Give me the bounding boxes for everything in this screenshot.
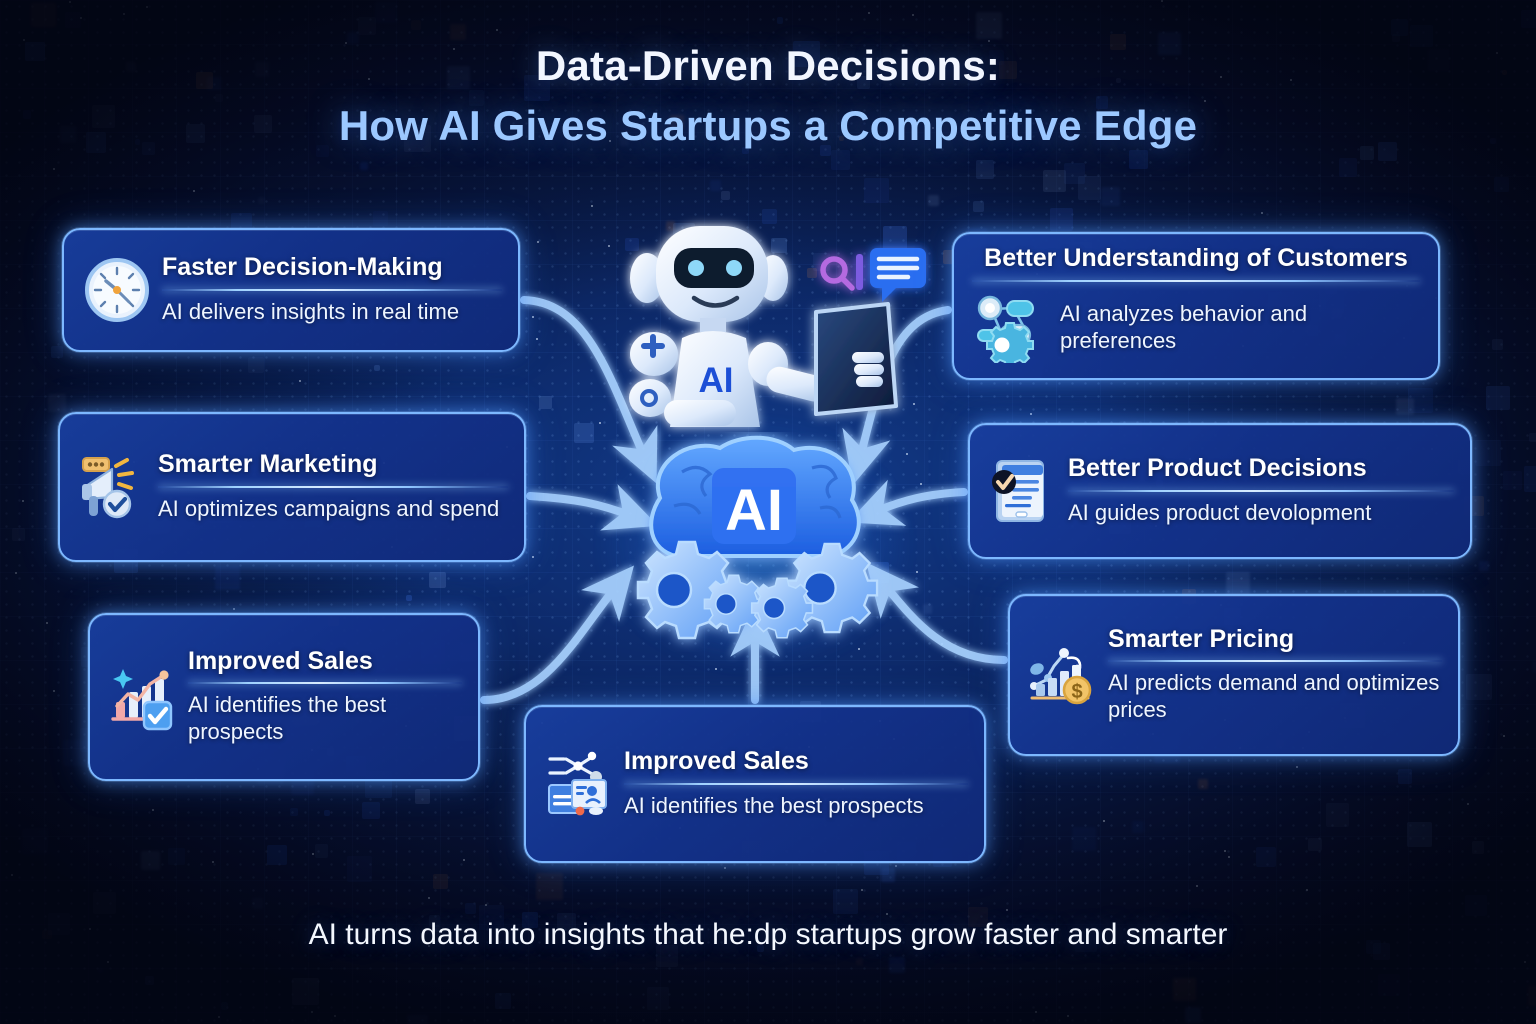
card-description: AI optimizes campaigns and spend [158, 495, 500, 521]
arrow-sales-left-to-center [480, 565, 634, 704]
dollar-chart-icon: $ [1026, 638, 1100, 712]
card-smarter-pricing[interactable]: $ Smarter Pricing AI predicts demand and… [1008, 594, 1460, 756]
card-title: Better Understanding of Customers [984, 244, 1408, 272]
gears-icon [636, 540, 879, 640]
network-gear-icon [972, 291, 1046, 365]
card-smarter-marketing[interactable]: Smarter Marketing AI optimizes campaigns… [58, 412, 526, 562]
card-divider [1068, 489, 1454, 492]
card-title: Smarter Marketing [158, 450, 378, 479]
card-improved-sales-left[interactable]: Improved Sales AI identifies the best pr… [88, 613, 480, 781]
megaphone-icon [76, 450, 150, 524]
card-body: Improved Sales AI identifies the best pr… [624, 748, 968, 819]
card-description: AI delivers insights in real time [162, 298, 460, 324]
card-title: Faster Decision-Making [162, 253, 443, 282]
arrow-faster-to-center [520, 296, 658, 484]
card-description: AI analyzes behavior and preferences [1060, 301, 1308, 353]
robot-assistant-icon: AI [629, 226, 926, 427]
card-divider [624, 782, 968, 785]
search-icon [820, 254, 863, 291]
title-line-primary: Data-Driven Decisions: [535, 42, 1001, 89]
chat-bubble-icon [870, 248, 926, 302]
arrow-marketing-to-center [526, 484, 659, 531]
card-faster-decision-making[interactable]: Faster Decision-Making AI delivers insig… [62, 228, 520, 352]
card-better-product-decisions[interactable]: Better Product Decisions AI guides produ… [968, 423, 1472, 559]
card-body: Improved Sales AI identifies the best pr… [188, 646, 462, 746]
brain-icon: AI [636, 435, 879, 640]
card-body: Better Product Decisions AI guides produ… [1068, 455, 1454, 526]
card-improved-sales-bottom[interactable]: Improved Sales AI identifies the best pr… [524, 705, 986, 863]
card-title: Improved Sales [624, 747, 809, 776]
page-title: Data-Driven Decisions: How AI Gives Star… [0, 42, 1536, 150]
card-description: AI identifies the best prospects [188, 692, 387, 745]
card-body: Smarter Pricing AI predicts demand and o… [1108, 624, 1442, 724]
card-description: AI guides product devolopment [1068, 499, 1372, 525]
card-title: Smarter Pricing [1108, 624, 1295, 653]
card-description: AI identifies the best prospects [624, 792, 924, 818]
card-divider [1108, 660, 1442, 663]
arrow-product-to-center [848, 479, 968, 526]
tablet-checklist-icon [986, 454, 1060, 528]
card-body: Faster Decision-Making AI delivers insig… [162, 254, 502, 325]
card-description: AI predicts demand and optimizes prices [1108, 670, 1440, 723]
card-divider [162, 288, 502, 291]
card-better-understanding-of-customers[interactable]: Better Understanding of Customers [952, 232, 1440, 380]
title-line-secondary: How AI Gives Startups a Competitive Edge [338, 102, 1198, 149]
card-title: Better Product Decisions [1068, 454, 1367, 483]
bar-chart-growth-icon [106, 660, 180, 734]
footer-caption: AI turns data into insights that he:dp s… [308, 918, 1228, 951]
card-title: Improved Sales [188, 646, 373, 675]
card-body: AI analyzes behavior and preferences [1060, 301, 1420, 355]
arrow-pricing-to-center [866, 562, 1008, 664]
card-divider [972, 280, 1420, 282]
network-dashboard-icon [542, 747, 616, 821]
brain-ai-label: AI [725, 478, 783, 543]
svg-text:$: $ [1071, 681, 1082, 703]
robot-chest-ai-label: AI [699, 361, 734, 400]
card-divider [188, 682, 462, 685]
clock-icon [80, 253, 154, 327]
card-divider [158, 485, 508, 488]
card-body: Smarter Marketing AI optimizes campaigns… [158, 451, 508, 522]
